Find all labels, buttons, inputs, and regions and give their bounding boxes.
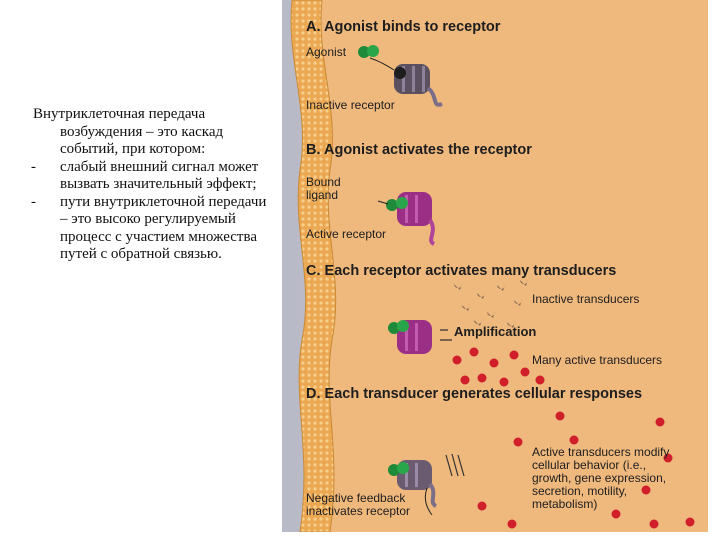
responses-label-line2: cellular behavior (i.e., bbox=[532, 458, 647, 472]
inactive-receptor-label: Inactive receptor bbox=[306, 98, 395, 112]
heading-a: A. Agonist binds to receptor bbox=[306, 19, 501, 35]
amplification-label: Amplification bbox=[454, 324, 537, 339]
heading-b: B. Agonist activates the receptor bbox=[306, 142, 532, 158]
inactive-receptor-a bbox=[394, 64, 443, 107]
cytoplasm bbox=[321, 0, 708, 532]
bound-ligand-label-line1: Bound bbox=[306, 175, 341, 189]
bullet-dash: - bbox=[31, 193, 36, 210]
left-text-block: Внутриклеточная передача возбуждения – э… bbox=[31, 106, 273, 264]
heading-d: D. Each transducer generates cellular re… bbox=[306, 386, 643, 402]
bullet-dash: - bbox=[31, 158, 36, 175]
negative-feedback-label-line2: inactivates receptor bbox=[306, 504, 411, 518]
bullet-item-1: - слабый внешний сигнал может вызвать зна… bbox=[31, 158, 273, 194]
active-receptor-label: Active receptor bbox=[306, 227, 387, 241]
bound-ligand-label-line2: ligand bbox=[306, 188, 339, 202]
cell-membrane bbox=[290, 0, 337, 532]
intro-text: Внутриклеточная передача возбуждения – э… bbox=[33, 106, 224, 157]
inactive-transducers-label: Inactive transducers bbox=[532, 292, 640, 306]
responses-label-line4: secretion, motility, bbox=[532, 484, 628, 498]
responses-label-line5: metabolism) bbox=[532, 497, 598, 511]
bullet-item-2: - пути внутриклеточной передачи – это выс… bbox=[31, 193, 273, 264]
responses-label-line3: growth, gene expression, bbox=[532, 471, 667, 485]
signal-transduction-figure: A. Agonist binds to receptor B. Agonist … bbox=[282, 0, 708, 532]
figure-graphics bbox=[290, 0, 708, 532]
active-transducers bbox=[452, 347, 695, 529]
agonist-ball bbox=[358, 46, 370, 58]
inactive-transducers bbox=[454, 280, 528, 328]
bullet-text: пути внутриклеточной передачи – это высо… bbox=[60, 193, 267, 263]
heading-c: C. Each receptor activates many transduc… bbox=[306, 263, 617, 279]
responses-label-line1: Active transducers modify bbox=[532, 445, 670, 459]
negative-feedback-label-line1: Negative feedback bbox=[306, 491, 406, 505]
many-active-transducers-label: Many active transducers bbox=[532, 353, 663, 367]
bullet-text: слабый внешний сигнал может вызвать знач… bbox=[60, 158, 259, 193]
agonist-label: Agonist bbox=[306, 45, 347, 59]
